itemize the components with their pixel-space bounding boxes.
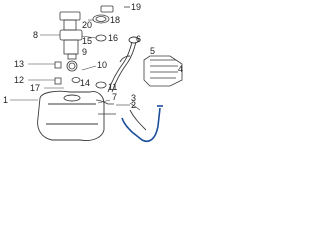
callout-8: 8 xyxy=(33,30,38,40)
clip-part xyxy=(54,61,62,69)
callout-6: 6 xyxy=(136,34,141,44)
callout-7: 7 xyxy=(112,92,117,102)
filler-neck-part xyxy=(128,36,140,44)
callout-16: 16 xyxy=(108,33,118,43)
leader-10 xyxy=(81,65,97,71)
leader-3 xyxy=(129,102,141,111)
filler-pipe-inner xyxy=(111,41,137,93)
filler-pipe-outer xyxy=(107,41,133,93)
canister-body xyxy=(143,55,183,87)
callout-14: 14 xyxy=(80,78,90,88)
callout-2: 2 xyxy=(131,100,136,110)
pump-cover-part xyxy=(59,11,81,21)
small-brackets xyxy=(54,61,107,89)
pump-ring-inner-part xyxy=(68,62,76,70)
callout-4: 4 xyxy=(178,64,183,74)
fuel-tank xyxy=(37,90,105,141)
hoses xyxy=(95,99,116,115)
callout-11: 11 xyxy=(108,82,117,92)
fuel-pump-module xyxy=(59,11,83,72)
pump-ring-part xyxy=(66,60,78,72)
pump-flange-part xyxy=(59,29,83,41)
callout-20: 20 xyxy=(82,20,92,30)
fuel-system-exploded-view: 1 2 3 4 5 6 7 8 9 10 11 12 13 14 15 16 1… xyxy=(3,2,183,142)
leader-16 xyxy=(81,35,97,39)
tank-strap-2 xyxy=(129,109,147,131)
callout-3: 3 xyxy=(131,93,136,103)
filler-pipe xyxy=(107,36,140,93)
lock-ring-inner-part xyxy=(95,16,107,22)
callout-10: 10 xyxy=(97,60,107,70)
callout-18: 18 xyxy=(110,15,120,25)
callout-9: 9 xyxy=(82,47,87,57)
fuel-tank-body xyxy=(37,90,105,141)
gasket-part xyxy=(95,34,107,42)
connector-part xyxy=(54,77,62,85)
vent-line-part xyxy=(119,55,131,63)
grommet-part xyxy=(95,81,107,89)
parts-diagram: 1 2 3 4 5 6 7 8 9 10 11 12 13 14 15 16 1… xyxy=(0,0,200,147)
tank-strap-highlight xyxy=(121,105,163,142)
callout-17: 17 xyxy=(30,83,40,93)
hose-clamp-part xyxy=(71,77,81,83)
tank-strap-second xyxy=(129,109,147,131)
callout-5: 5 xyxy=(150,46,155,56)
pump-filter-part xyxy=(67,53,77,60)
callout-15: 15 xyxy=(82,36,92,46)
callout-19: 19 xyxy=(131,2,141,12)
lock-ring-part xyxy=(92,14,110,24)
callout-12: 12 xyxy=(14,75,24,85)
pump-cap-part xyxy=(63,19,77,31)
callout-numbers: 1 2 3 4 5 6 7 8 9 10 11 12 13 14 15 16 1… xyxy=(3,2,183,110)
tank-strap xyxy=(121,107,161,142)
upper-small-parts xyxy=(92,5,130,42)
canister xyxy=(143,55,183,87)
pump-body-part xyxy=(63,39,79,55)
sender-part xyxy=(100,5,114,13)
callout-13: 13 xyxy=(14,59,24,69)
callout-1: 1 xyxy=(3,95,8,105)
leader-lines xyxy=(10,19,141,111)
leader-7 xyxy=(97,99,111,104)
fuel-tank-port xyxy=(63,94,81,102)
